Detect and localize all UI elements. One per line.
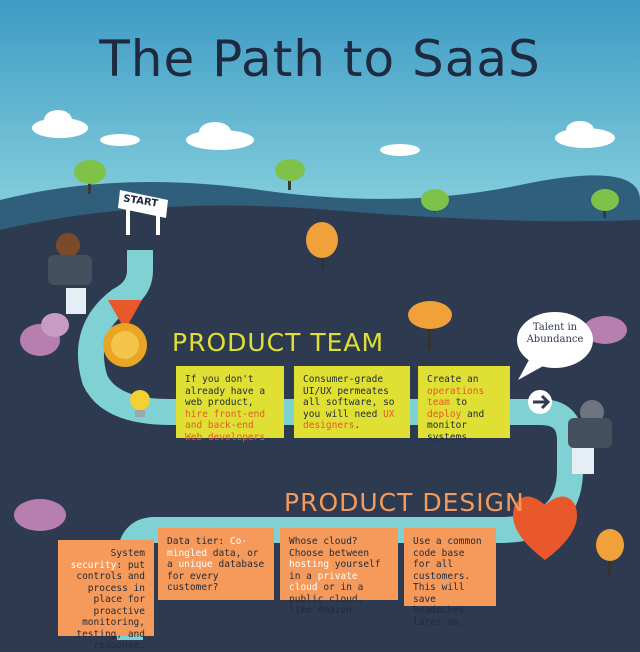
far-trees (74, 159, 619, 218)
start-sign (118, 190, 168, 235)
product-team-card-3: Create an operations team to deploy and … (418, 366, 510, 443)
product-design-heading: PRODUCT DESIGN (284, 488, 525, 517)
person-top-left (48, 233, 92, 314)
heart-graphic (513, 496, 577, 560)
product-team-heading: PRODUCT TEAM (172, 328, 385, 357)
speech-bubble-text: Talent in Abundance (526, 322, 584, 345)
product-team-card-1: If you don't already have a web product,… (176, 366, 284, 443)
page-title: The Path to SaaS (99, 30, 541, 88)
product-design-card-4: Use a common code base for all customers… (404, 528, 496, 628)
person-right (568, 400, 612, 474)
product-design-card-1: System security: put controls and proces… (58, 540, 154, 651)
speech-bubble (517, 312, 593, 380)
clouds (32, 110, 615, 156)
medal-graphic (103, 300, 147, 367)
arrow-marker (528, 390, 552, 414)
lightbulb-graphic (130, 390, 150, 417)
product-team-card-2: Consumer-grade UI/UX permeates all softw… (294, 366, 410, 438)
product-design-card-3: Whose cloud? Choose between hosting your… (280, 528, 398, 616)
product-design-card-2: Data tier: Co-mingled data, or a unique … (158, 528, 274, 600)
autumn-trees (14, 222, 627, 575)
